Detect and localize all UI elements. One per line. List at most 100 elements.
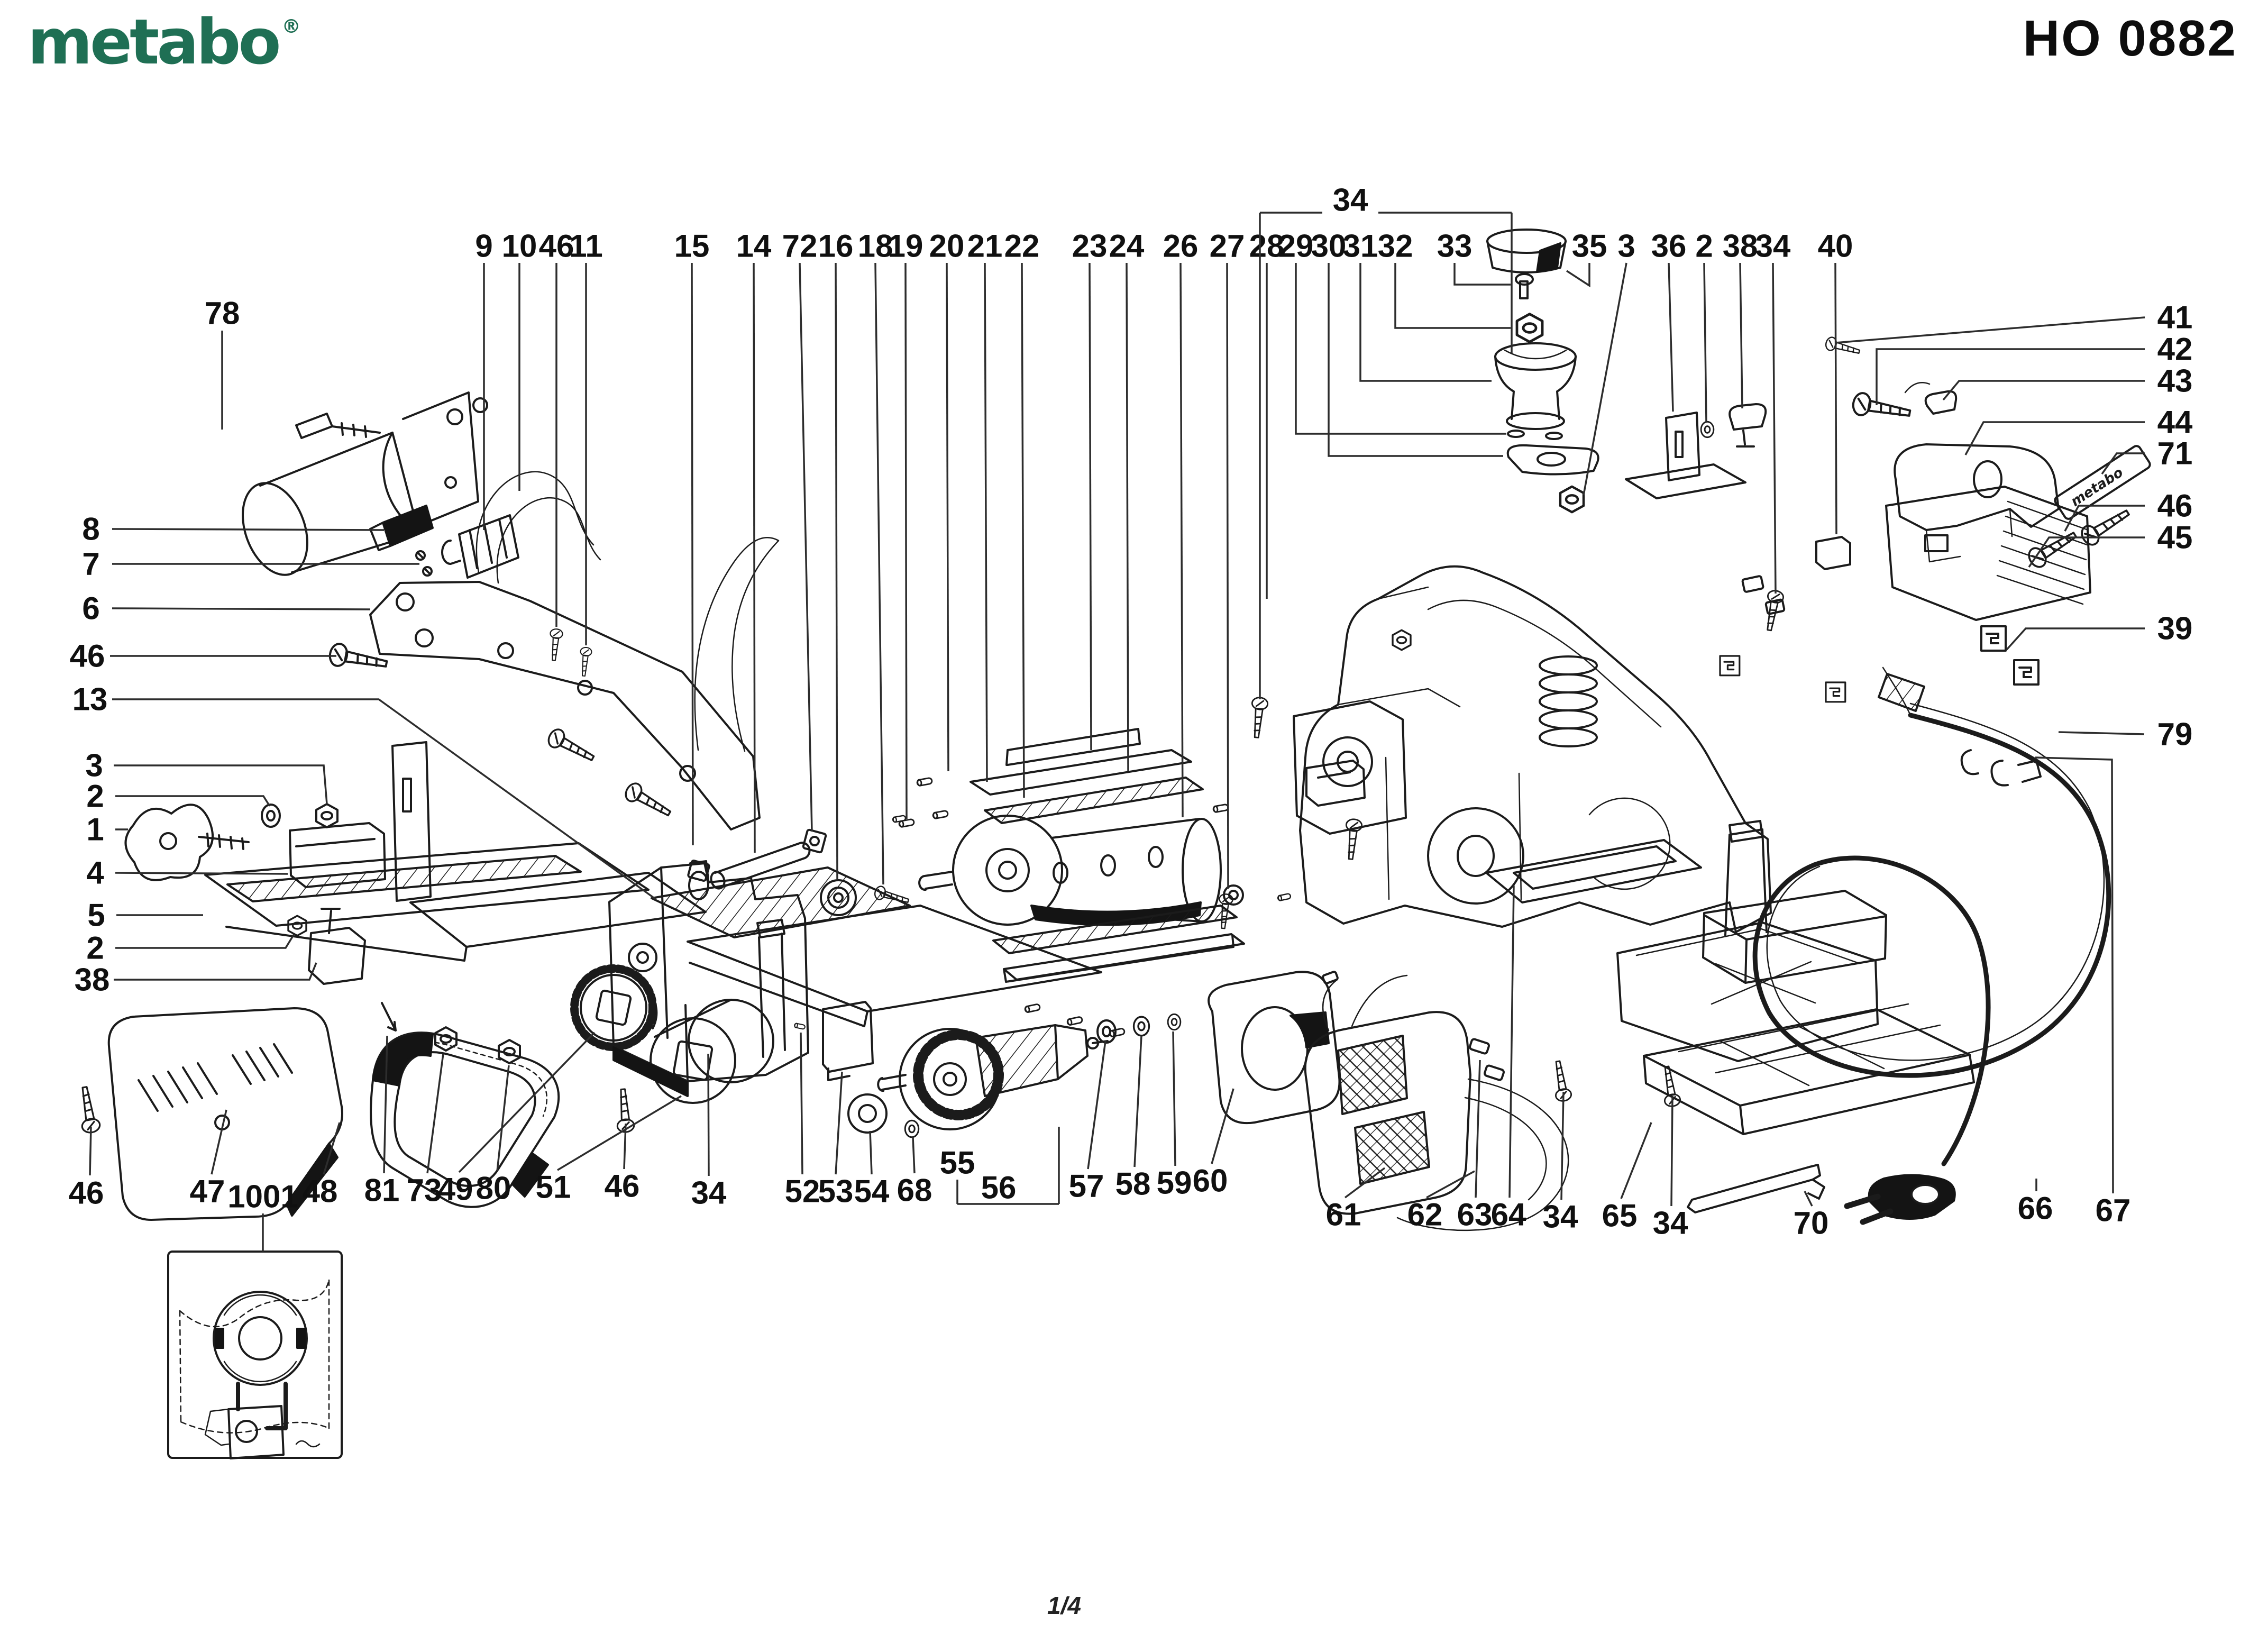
part-guide-fence bbox=[124, 741, 707, 985]
callout-2: 2 bbox=[86, 779, 104, 814]
leader-line-79 bbox=[2058, 731, 2145, 735]
leader-line-30 bbox=[1328, 263, 1503, 457]
leader-line-34 bbox=[1560, 1091, 1565, 1200]
leader-line-54 bbox=[869, 1130, 873, 1175]
callout-30: 30 bbox=[1311, 229, 1347, 264]
leader-line-29 bbox=[1295, 263, 1506, 435]
callout-3: 3 bbox=[1617, 229, 1635, 264]
leader-line-60 bbox=[1211, 1088, 1234, 1164]
leader-line-47 bbox=[211, 1109, 227, 1175]
leader-line-38 bbox=[114, 962, 317, 981]
callout-45: 45 bbox=[2157, 520, 2193, 555]
callout-28: 28 bbox=[1249, 229, 1285, 264]
callout-31: 31 bbox=[1343, 229, 1378, 264]
callout-52: 52 bbox=[785, 1174, 820, 1209]
leader-line-46 bbox=[623, 1123, 627, 1170]
leader-line-72 bbox=[799, 262, 813, 832]
leader-line-3 bbox=[114, 764, 328, 805]
callout-57: 57 bbox=[1069, 1169, 1104, 1204]
leader-line-81 bbox=[383, 1035, 388, 1174]
leader-line-51 bbox=[557, 1095, 682, 1171]
callout-79: 79 bbox=[2157, 717, 2193, 752]
callout-53: 53 bbox=[818, 1174, 854, 1209]
leader-line-52 bbox=[800, 1032, 803, 1175]
callout-41: 41 bbox=[2157, 300, 2193, 335]
callout-46: 46 bbox=[70, 638, 105, 674]
callout-46: 46 bbox=[69, 1175, 104, 1211]
page-indicator: 1/4 bbox=[1047, 1592, 1081, 1619]
model-number: HO 0882 bbox=[2023, 10, 2237, 67]
leader-line-71 bbox=[2101, 452, 2145, 475]
leader-line-4 bbox=[115, 872, 288, 875]
leader-line-16 bbox=[835, 262, 838, 880]
part-cutter-drum bbox=[892, 728, 1366, 1038]
leader-line-41 bbox=[1835, 316, 2145, 344]
callout-46: 46 bbox=[2157, 488, 2193, 524]
callout-4: 4 bbox=[86, 855, 104, 891]
leader-line-67 bbox=[2035, 756, 2114, 1194]
part-chip-ejector-tube bbox=[242, 391, 488, 576]
part-shaft-and-bearing-small-parts bbox=[687, 809, 949, 916]
part-gasket-frame bbox=[1485, 839, 1702, 903]
part-pulley-large bbox=[613, 999, 774, 1134]
part-clamp-lever bbox=[369, 505, 434, 577]
callout-70: 70 bbox=[1794, 1206, 1829, 1241]
callout-38: 38 bbox=[75, 962, 110, 998]
part-foam-block bbox=[1702, 890, 1887, 984]
callout-10: 10 bbox=[502, 229, 537, 264]
callout-44: 44 bbox=[2157, 405, 2193, 440]
callout-21: 21 bbox=[967, 229, 1003, 264]
callout-65: 65 bbox=[1602, 1198, 1638, 1234]
callout-18: 18 bbox=[858, 229, 893, 264]
leader-line-8 bbox=[112, 528, 385, 531]
callout-63: 63 bbox=[1457, 1197, 1493, 1233]
leader-line-39 bbox=[2006, 627, 2145, 651]
part-belt-cover bbox=[75, 1007, 343, 1221]
callout-67: 67 bbox=[2096, 1193, 2131, 1228]
leader-line-61 bbox=[1344, 1167, 1386, 1199]
callout-24: 24 bbox=[1109, 229, 1145, 264]
leader-line-14 bbox=[753, 262, 756, 853]
callout-59: 59 bbox=[1157, 1165, 1192, 1201]
callout-47: 47 bbox=[190, 1174, 225, 1209]
leader-line-24 bbox=[1126, 262, 1129, 772]
callout-34: 34 bbox=[1543, 1199, 1578, 1235]
leader-line-63 bbox=[1475, 1060, 1481, 1198]
leader-line-65 bbox=[1620, 1122, 1652, 1199]
leader-line-58 bbox=[1133, 1035, 1142, 1167]
leader-line-43 bbox=[1942, 380, 2145, 401]
leader-line-27 bbox=[1226, 262, 1229, 889]
callout-27: 27 bbox=[1210, 229, 1245, 264]
part-case-grid-tray bbox=[1643, 1003, 1975, 1135]
leader-line-2 bbox=[115, 934, 295, 949]
callout-55: 55 bbox=[940, 1145, 975, 1181]
leader-line-6 bbox=[112, 607, 371, 610]
metabo-logo: metabo® bbox=[28, 11, 301, 73]
callout-34: 34 bbox=[1333, 182, 1368, 218]
callout-49: 49 bbox=[438, 1172, 473, 1207]
part-case-tray-jack bbox=[1549, 820, 1879, 1108]
leader-line-46 bbox=[89, 1126, 92, 1176]
leader-line-21 bbox=[984, 262, 988, 782]
leader-line-68 bbox=[912, 1137, 916, 1174]
leader-line-40 bbox=[1834, 262, 1837, 535]
callout-39: 39 bbox=[2157, 611, 2193, 646]
leader-line-80 bbox=[496, 1065, 510, 1172]
inset-detail-1001 bbox=[167, 1250, 343, 1459]
callout-51: 51 bbox=[536, 1170, 571, 1205]
callout-72: 72 bbox=[782, 229, 818, 264]
callout-8: 8 bbox=[82, 512, 99, 547]
callout-2: 2 bbox=[86, 930, 104, 966]
callout-36: 36 bbox=[1651, 229, 1687, 264]
part-side-bracket-plate bbox=[327, 581, 761, 830]
callout-54: 54 bbox=[854, 1174, 890, 1209]
leader-line-57 bbox=[1087, 1040, 1106, 1170]
callout-19: 19 bbox=[888, 229, 923, 264]
leader-line-36 bbox=[1668, 262, 1674, 412]
leader-line-53 bbox=[835, 1071, 843, 1175]
callout-1: 1 bbox=[86, 812, 104, 847]
callout-71: 71 bbox=[2157, 436, 2193, 471]
